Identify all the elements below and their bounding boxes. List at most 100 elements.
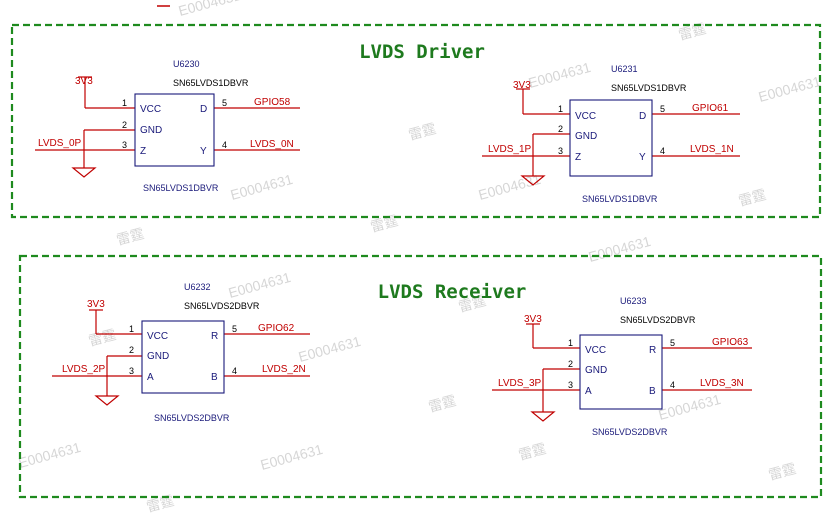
pin-number: 2 — [568, 359, 573, 369]
net-label-out-top: GPIO58 — [254, 97, 291, 108]
watermark-text: 雷霆 — [457, 292, 488, 315]
pin-name-input: Z — [575, 152, 581, 163]
ic-u6232: U6232 SN65LVDS2DBVR 3V3 LVDS_2P GPIO62 L… — [52, 282, 310, 423]
pin-name-input: A — [147, 372, 154, 383]
power-net-label: 3V3 — [87, 299, 105, 310]
net-label-out-top: GPIO63 — [712, 337, 749, 348]
watermark-text: 雷霆 — [737, 186, 768, 209]
pin-number: 3 — [122, 140, 127, 150]
pin-number: 2 — [122, 120, 127, 130]
pin-name-input: Z — [140, 146, 146, 157]
ref-designator: U6232 — [184, 282, 211, 292]
ic-body — [569, 99, 653, 177]
net-label-in: LVDS_0P — [38, 138, 82, 149]
pin-number: 5 — [660, 104, 665, 114]
ic-u6233: U6233 SN65LVDS2DBVR 3V3 LVDS_3P GPIO63 L… — [492, 296, 752, 437]
pin-number: 4 — [660, 146, 665, 156]
pin-number: 1 — [122, 98, 127, 108]
pin-name-gnd: GND — [147, 351, 169, 362]
ic-body — [134, 93, 215, 167]
pin-name-vcc: VCC — [575, 111, 596, 122]
part-footer: SN65LVDS1DBVR — [582, 194, 658, 204]
watermark-text: 雷霆 — [369, 212, 400, 235]
pin-name-gnd: GND — [575, 131, 597, 142]
pin-number: 5 — [222, 98, 227, 108]
watermark-text: 雷霆 — [115, 225, 146, 248]
net-label-out-top: GPIO61 — [692, 103, 729, 114]
pin-number: 3 — [568, 380, 573, 390]
part-footer: SN65LVDS1DBVR — [143, 183, 219, 193]
part-value: SN65LVDS2DBVR — [620, 315, 696, 325]
driver-section-title: LVDS Driver — [359, 41, 485, 63]
pin-name-bottom: B — [211, 372, 218, 383]
power-net-label: 3V3 — [513, 80, 531, 91]
pin-number: 5 — [232, 324, 237, 334]
net-label-in: LVDS_2P — [62, 364, 106, 375]
watermark-text: E0004631 — [587, 233, 653, 265]
part-footer: SN65LVDS2DBVR — [154, 413, 230, 423]
power-net-label: 3V3 — [524, 314, 542, 325]
part-value: SN65LVDS1DBVR — [173, 78, 249, 88]
ref-designator: U6230 — [173, 59, 200, 69]
pin-number: 2 — [558, 124, 563, 134]
net-label-out-top: GPIO62 — [258, 323, 295, 334]
ic-body — [141, 320, 225, 394]
watermark-text: 雷霆 — [767, 460, 798, 483]
watermark-text: E0004631 — [297, 333, 363, 365]
pin-number: 2 — [129, 345, 134, 355]
pin-name-bottom: B — [649, 386, 656, 397]
part-value: SN65LVDS1DBVR — [611, 83, 687, 93]
watermark-text: 雷霆 — [87, 326, 118, 349]
net-label-out-bottom: LVDS_1N — [690, 144, 734, 155]
watermark-text: E0004631 — [657, 391, 723, 423]
receiver-section-frame — [18, 254, 823, 499]
pin-name-vcc: VCC — [147, 331, 168, 342]
watermark-text: E0004631 — [227, 269, 293, 301]
watermark-text: 雷霆 — [517, 440, 548, 463]
ic-u6231: U6231 SN65LVDS1DBVR 3V3 LVDS_1P GPIO61 L… — [482, 64, 740, 204]
pin-number: 4 — [222, 140, 227, 150]
watermark-text: 雷霆 — [677, 20, 708, 43]
watermark-text: E0004631 — [17, 439, 83, 471]
watermark-text: E0004631 — [177, 0, 243, 19]
part-value: SN65LVDS2DBVR — [184, 301, 260, 311]
ic-body — [579, 334, 663, 410]
pin-name-bottom: Y — [200, 146, 207, 157]
ic-u6230: U6230 SN65LVDS1DBVR 3V3 LVDS_0P GPIO58 L… — [35, 59, 300, 193]
ground-icon — [520, 175, 546, 186]
net-label-out-bottom: LVDS_0N — [250, 139, 294, 150]
watermark-text: E0004631 — [527, 59, 593, 91]
pin-number: 1 — [558, 104, 563, 114]
pin-name-top: R — [211, 331, 218, 342]
power-net-label: 3V3 — [75, 76, 93, 87]
net-label-out-bottom: LVDS_2N — [262, 364, 306, 375]
pin-number: 3 — [129, 366, 134, 376]
pin-name-gnd: GND — [140, 125, 162, 136]
pin-name-vcc: VCC — [585, 345, 606, 356]
pin-name-top: D — [200, 104, 207, 115]
pin-number: 1 — [129, 324, 134, 334]
driver-section-frame — [10, 23, 822, 219]
net-label-out-bottom: LVDS_3N — [700, 378, 744, 389]
ground-icon — [94, 395, 120, 406]
pin-name-vcc: VCC — [140, 104, 161, 115]
net-label-in: LVDS_1P — [488, 144, 532, 155]
pin-number: 4 — [670, 380, 675, 390]
ref-designator: U6231 — [611, 64, 638, 74]
watermark-text: 雷霆 — [427, 392, 458, 415]
pin-number: 5 — [670, 338, 675, 348]
pin-number: 3 — [558, 146, 563, 156]
receiver-section-title: LVDS Receiver — [378, 281, 527, 303]
watermark-text: E0004631 — [757, 73, 823, 105]
watermark-layer: E0004631 E0004631 E0004631 E0004631 E000… — [17, 0, 823, 515]
pin-name-top: D — [639, 111, 646, 122]
watermark-text: 雷霆 — [407, 120, 438, 143]
ref-designator: U6233 — [620, 296, 647, 306]
net-label-in: LVDS_3P — [498, 378, 542, 389]
watermark-text: E0004631 — [259, 441, 325, 473]
ground-icon — [71, 167, 97, 178]
pin-name-top: R — [649, 345, 656, 356]
watermark-text: E0004631 — [229, 171, 295, 203]
pin-name-bottom: Y — [639, 152, 646, 163]
